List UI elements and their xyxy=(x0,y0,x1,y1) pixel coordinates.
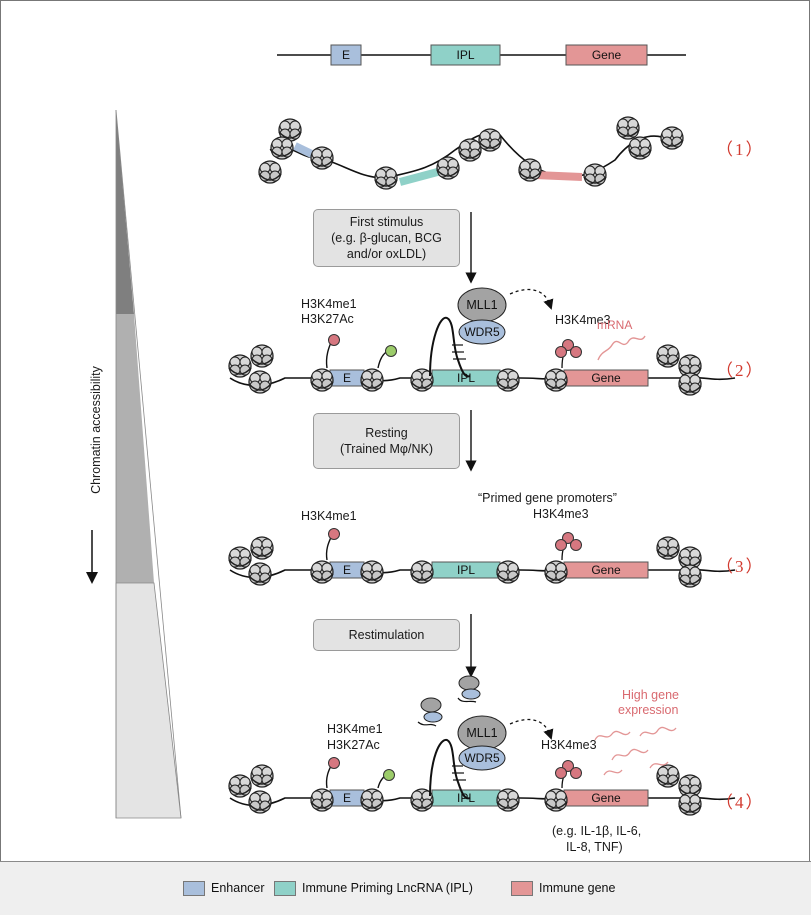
row4-enhancer-label: E xyxy=(342,791,351,805)
schematic-line xyxy=(277,44,686,66)
row4-h3k27ac: H3K27Ac xyxy=(327,738,380,752)
accessibility-triangle xyxy=(115,109,182,819)
row4-gene-label: Gene xyxy=(591,791,621,805)
step-number-1: （1） xyxy=(716,140,765,159)
legend-bar: Enhancer Immune Priming LncRNA (IPL) Imm… xyxy=(0,861,811,915)
row2-wdr5-label: WDR5 xyxy=(464,325,500,339)
row3-gene-label: Gene xyxy=(591,563,621,577)
legend-swatch-immune-gene xyxy=(511,880,533,896)
row2-h3k27ac: H3K27Ac xyxy=(301,312,354,326)
row2-mll1-label: MLL1 xyxy=(466,298,498,312)
schematic-enhancer-label: E xyxy=(341,48,350,62)
row4-high-expression-1: High gene xyxy=(622,688,679,702)
legend-swatch-enhancer xyxy=(183,880,205,896)
first-stimulus-line-2: (e.g. β-glucan, BCG xyxy=(331,231,442,245)
schematic-gene xyxy=(565,44,648,66)
chromatin-row-1 xyxy=(258,116,684,190)
row4-high-expression-2: expression xyxy=(618,703,679,717)
row2-h3k4me1: H3K4me1 xyxy=(301,297,357,311)
row3-ipl-label: IPL xyxy=(456,563,475,577)
first-stimulus-box: First stimulus (e.g. β-glucan, BCG and/o… xyxy=(313,209,460,267)
legend-item-ipl: Immune Priming LncRNA (IPL) xyxy=(274,879,473,897)
row4-ipl-label: IPL xyxy=(456,791,475,805)
row2-ipl-label: IPL xyxy=(456,371,475,385)
step-number-2: （2） xyxy=(716,361,765,380)
row4-h3k4me3: H3K4me3 xyxy=(541,738,597,752)
resting-line-2: (Trained Mφ/NK) xyxy=(339,442,434,456)
chromatin-row-4 xyxy=(228,675,736,816)
schematic-enhancer xyxy=(330,44,362,66)
chromatin-row-2 xyxy=(228,287,736,396)
row3-enhancer-label: E xyxy=(342,563,351,577)
row2-mrna: mRNA xyxy=(597,318,633,332)
resting-box: Resting (Trained Mφ/NK) xyxy=(313,413,460,469)
row4-wdr5-label: WDR5 xyxy=(464,751,500,765)
schematic-ipl-label: IPL xyxy=(456,48,475,62)
resting-line-1: Resting xyxy=(365,426,408,440)
legend-swatch-ipl xyxy=(274,880,296,896)
row2-h3k4me3: H3K4me3 xyxy=(555,313,611,327)
chromatin-row-3 xyxy=(228,528,736,588)
row4-h3k4me1: H3K4me1 xyxy=(327,722,383,736)
step-number-3: （3） xyxy=(716,557,765,576)
row4-mll1-label: MLL1 xyxy=(466,726,498,740)
schematic-ipl xyxy=(430,44,501,66)
legend-item-immune-gene: Immune gene xyxy=(511,879,615,897)
row4-examples-1: (e.g. IL-1β, IL-6, xyxy=(552,824,642,838)
row4-examples-2: IL-8, TNF) xyxy=(566,840,623,854)
legend-label-ipl: Immune Priming LncRNA (IPL) xyxy=(302,881,473,895)
step-number-4: （4） xyxy=(716,793,765,812)
restimulation-box: Restimulation xyxy=(313,619,460,651)
row3-h3k4me3: H3K4me3 xyxy=(533,507,589,521)
row3-h3k4me1: H3K4me1 xyxy=(301,509,357,523)
axis-label: Chromatin accessibility xyxy=(89,366,103,494)
row2-gene-label: Gene xyxy=(591,371,621,385)
row2-enhancer-label: E xyxy=(342,371,351,385)
legend-label-enhancer: Enhancer xyxy=(211,881,265,895)
first-stimulus-line-1: First stimulus xyxy=(349,215,424,229)
restimulation-label: Restimulation xyxy=(348,628,425,642)
legend-label-immune-gene: Immune gene xyxy=(539,881,616,895)
legend-item-enhancer: Enhancer xyxy=(183,879,265,897)
row3-primed-label: “Primed gene promoters” xyxy=(478,491,617,505)
schematic-gene-label: Gene xyxy=(591,48,622,62)
first-stimulus-line-3: and/or oxLDL) xyxy=(346,247,427,261)
